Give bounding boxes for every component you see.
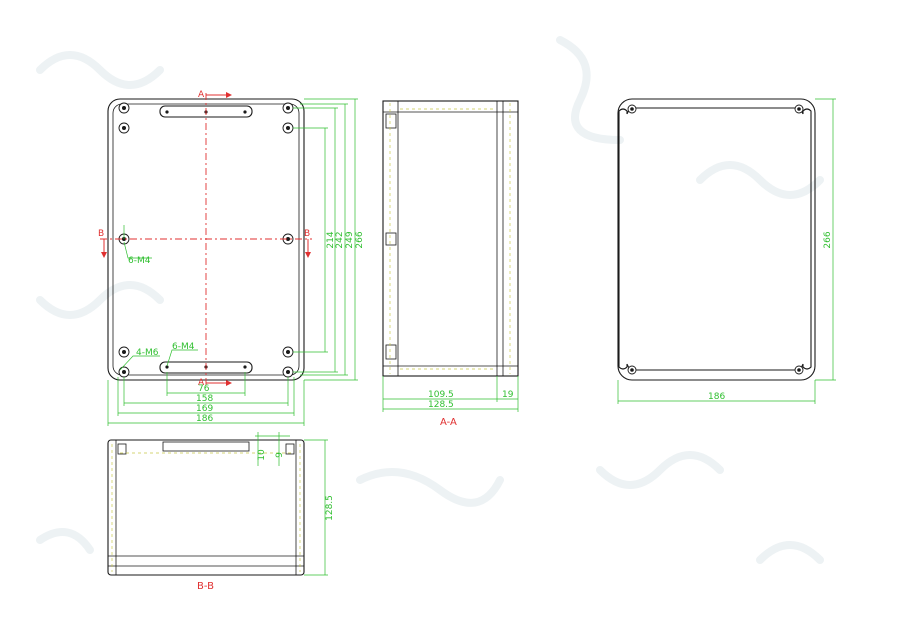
back-width-dim: 186 [708, 392, 725, 402]
section-bb-view: 10 9 128.5 B-B [107, 432, 335, 592]
bb-height-dim: 128.5 [325, 495, 335, 521]
dim-9: 9 [275, 452, 285, 458]
dim-214: 214 [326, 231, 336, 248]
caption-section-bb: B-B [197, 581, 214, 592]
dim-76: 76 [198, 384, 210, 394]
dim-158: 158 [196, 394, 213, 404]
hole-callout-bottom: 6-M4 [172, 342, 195, 352]
front-vertical-dimensions: 214 242 249 266 [293, 98, 365, 381]
dim-19: 19 [502, 390, 514, 400]
hole-callout-bottom-left: 4-M6 [136, 348, 159, 358]
corner-holes [118, 102, 294, 378]
background-watermark [36, 36, 824, 564]
dim-186: 186 [196, 414, 213, 424]
front-view: A A B B 6-M4 4-M6 6-M4 76 158 169 186 [98, 90, 365, 426]
dim-266: 266 [355, 231, 365, 248]
dim-109-5: 109.5 [428, 390, 454, 400]
front-horizontal-dimensions: 76 158 169 186 [107, 372, 305, 426]
dim-242: 242 [335, 231, 345, 248]
top-lug-strip [159, 105, 253, 118]
section-aa-view: 109.5 19 128.5 A-A [382, 100, 519, 428]
dim-10: 10 [257, 449, 267, 461]
section-mark-b-left: B [98, 229, 104, 239]
back-view: 186 266 [617, 98, 836, 404]
dim-169: 169 [196, 404, 213, 414]
section-mark-b-right: B [304, 229, 310, 239]
dim-249: 249 [345, 231, 355, 248]
hole-callout-center: 6-M4 [128, 256, 151, 266]
caption-section-aa: A-A [440, 417, 457, 428]
back-height-dim: 266 [823, 231, 833, 248]
dim-128-5: 128.5 [428, 400, 454, 410]
section-mark-a-bottom: A [198, 378, 205, 388]
section-mark-a-top: A [198, 90, 205, 100]
